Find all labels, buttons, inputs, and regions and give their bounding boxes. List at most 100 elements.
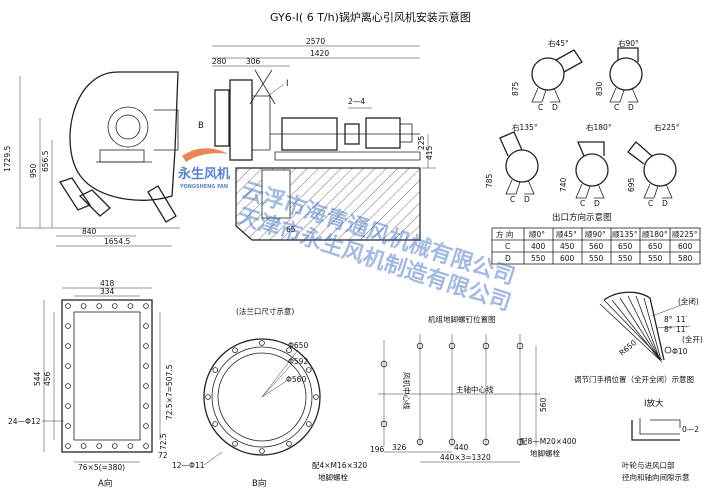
svg-text:D: D xyxy=(524,195,530,204)
damper-angle-4: 11′ xyxy=(676,325,688,334)
outlet-directions: 右45° 875 C D 右90° 830 C D 右135° xyxy=(485,38,680,223)
svg-text:C: C xyxy=(648,199,653,208)
detail-title: I放大 xyxy=(644,398,664,409)
view-b-dim-650: Φ650 xyxy=(288,341,308,350)
svg-text:C: C xyxy=(538,103,543,112)
svg-text:785: 785 xyxy=(485,173,494,188)
svg-text:顺90°: 顺90° xyxy=(585,230,606,239)
flange-bolt-holes xyxy=(65,303,149,449)
bolt-hole xyxy=(143,443,149,449)
outlet-item: 右225° 695 C D xyxy=(627,122,680,208)
direction-table: 方 向 顺0° 顺45° 顺90° 顺135° 顺180° 顺225° C 40… xyxy=(491,227,701,265)
side-dim-306: 306 xyxy=(246,57,261,66)
bolt-hole xyxy=(305,421,312,427)
view-a: 418 334 544 456 24—Φ12 72.5×7=507.5 72.5… xyxy=(8,279,174,489)
logo-swoosh-icon xyxy=(182,148,228,162)
bolt-hole xyxy=(143,383,149,389)
table-header-row: 方 向 顺0° 顺45° 顺90° 顺135° 顺180° 顺225° xyxy=(496,229,698,239)
view-b-caption: B向 xyxy=(252,478,266,489)
bolt-hole xyxy=(259,340,265,346)
table-row: D 550 600 550 550 550 580 xyxy=(505,254,693,263)
svg-text:顺45°: 顺45° xyxy=(556,230,577,239)
bolt-hole xyxy=(305,367,312,373)
front-dim-950: 950 xyxy=(29,163,38,178)
bolt-hole xyxy=(380,420,388,428)
bolt-hole xyxy=(516,342,524,350)
bolt-hole xyxy=(96,303,102,309)
side-dim-65: 65 xyxy=(286,225,296,234)
front-mark-b: B xyxy=(198,121,204,131)
svg-text:600: 600 xyxy=(560,254,575,263)
foundation-dim-560: 560 xyxy=(539,397,548,412)
side-dim-280: 280 xyxy=(212,57,227,66)
foundation-title: 机组地脚螺钉位置图 xyxy=(428,314,496,324)
damper-angle-2: 11′ xyxy=(676,315,688,324)
svg-text:740: 740 xyxy=(559,177,568,192)
front-dim-656: 656.5 xyxy=(41,150,50,172)
outlet-item: 右180° 740 C D xyxy=(559,122,612,208)
damper-angle-1: 8° xyxy=(664,315,673,324)
svg-text:D: D xyxy=(552,103,558,112)
svg-text:550: 550 xyxy=(618,254,633,263)
outlet-label: 右225° xyxy=(654,122,680,132)
foundation-bolt-right: 配8—M20×400 xyxy=(520,437,577,446)
foundation-bolt-left-sub: 地脚螺栓 xyxy=(318,472,348,482)
bolt-hole xyxy=(65,363,71,369)
view-b: (法兰口尺寸示意) Φ650 Φ592 Φ560 12—Φ11 B向 xyxy=(172,306,321,489)
bolt-hole xyxy=(205,394,211,400)
bolt-hole xyxy=(212,421,219,427)
view-b-dim-592: Φ592 xyxy=(288,357,308,366)
view-a-dim-418: 418 xyxy=(100,279,115,288)
bolt-hole xyxy=(65,423,71,429)
view-a-dim-72-5: 72.5 xyxy=(159,433,168,450)
svg-text:550: 550 xyxy=(648,254,663,263)
view-b-dim-560: Φ560 xyxy=(286,375,306,384)
front-dim-840: 840 xyxy=(82,227,97,236)
svg-text:顺180°: 顺180° xyxy=(642,230,668,239)
outlet-label: 右180° xyxy=(586,122,612,132)
bolt-hole xyxy=(416,438,424,446)
foundation-dim-1320: 440×3=1320 xyxy=(440,453,491,462)
table-row: C 400 450 560 650 650 600 xyxy=(505,242,693,251)
svg-text:695: 695 xyxy=(627,177,636,192)
svg-text:830: 830 xyxy=(595,81,604,96)
view-a-bolt: 24—Φ12 xyxy=(8,417,41,426)
view-b-note: (法兰口尺寸示意) xyxy=(236,306,294,316)
bolt-hole xyxy=(143,323,149,329)
bolt-hole xyxy=(127,303,134,309)
svg-text:C: C xyxy=(510,195,515,204)
view-b-bolt: 12—Φ11 xyxy=(172,461,205,470)
damper-open: (全开) xyxy=(682,334,703,344)
bolt-hole xyxy=(482,438,490,446)
bolt-hole xyxy=(286,440,292,447)
view-a-dim-456: 456 xyxy=(43,371,52,386)
bolt-hole xyxy=(448,342,456,350)
outlet-item: 右90° 830 C D xyxy=(595,38,643,112)
svg-text:顺0°: 顺0° xyxy=(529,230,545,239)
bolt-hole xyxy=(80,303,87,309)
view-a-dim-right: 72.5×7=507.5 xyxy=(165,364,174,420)
bolt-hole xyxy=(313,394,319,400)
bolt-hole xyxy=(516,438,524,446)
foundation-axis-line: 风机中心线 xyxy=(402,372,412,410)
outlet-item: 右45° 875 C D xyxy=(511,38,583,112)
outlet-item: 右135° 785 C D xyxy=(485,122,539,204)
detail-note: 0—2 xyxy=(682,425,699,434)
bolt-hole xyxy=(286,347,292,354)
detail-caption-1: 叶轮与进风口部 xyxy=(622,460,675,470)
front-dim-1654: 1654.5 xyxy=(104,237,130,246)
foundation-dim-440: 440 xyxy=(454,443,469,452)
svg-text:560: 560 xyxy=(589,242,604,251)
bolt-hole xyxy=(65,343,71,349)
svg-text:C: C xyxy=(505,242,510,251)
svg-text:顺225°: 顺225° xyxy=(672,230,698,239)
svg-text:400: 400 xyxy=(531,242,546,251)
bolt-hole xyxy=(416,342,424,350)
bolt-hole xyxy=(65,403,71,409)
svg-text:方 向: 方 向 xyxy=(496,229,513,239)
bolt-hole xyxy=(65,323,71,329)
bolt-hole xyxy=(143,303,149,309)
watermark-logo-sub: YONGSHENG FAN xyxy=(179,184,228,190)
svg-text:650: 650 xyxy=(648,242,663,251)
outlet-label: 右45° xyxy=(548,38,569,48)
